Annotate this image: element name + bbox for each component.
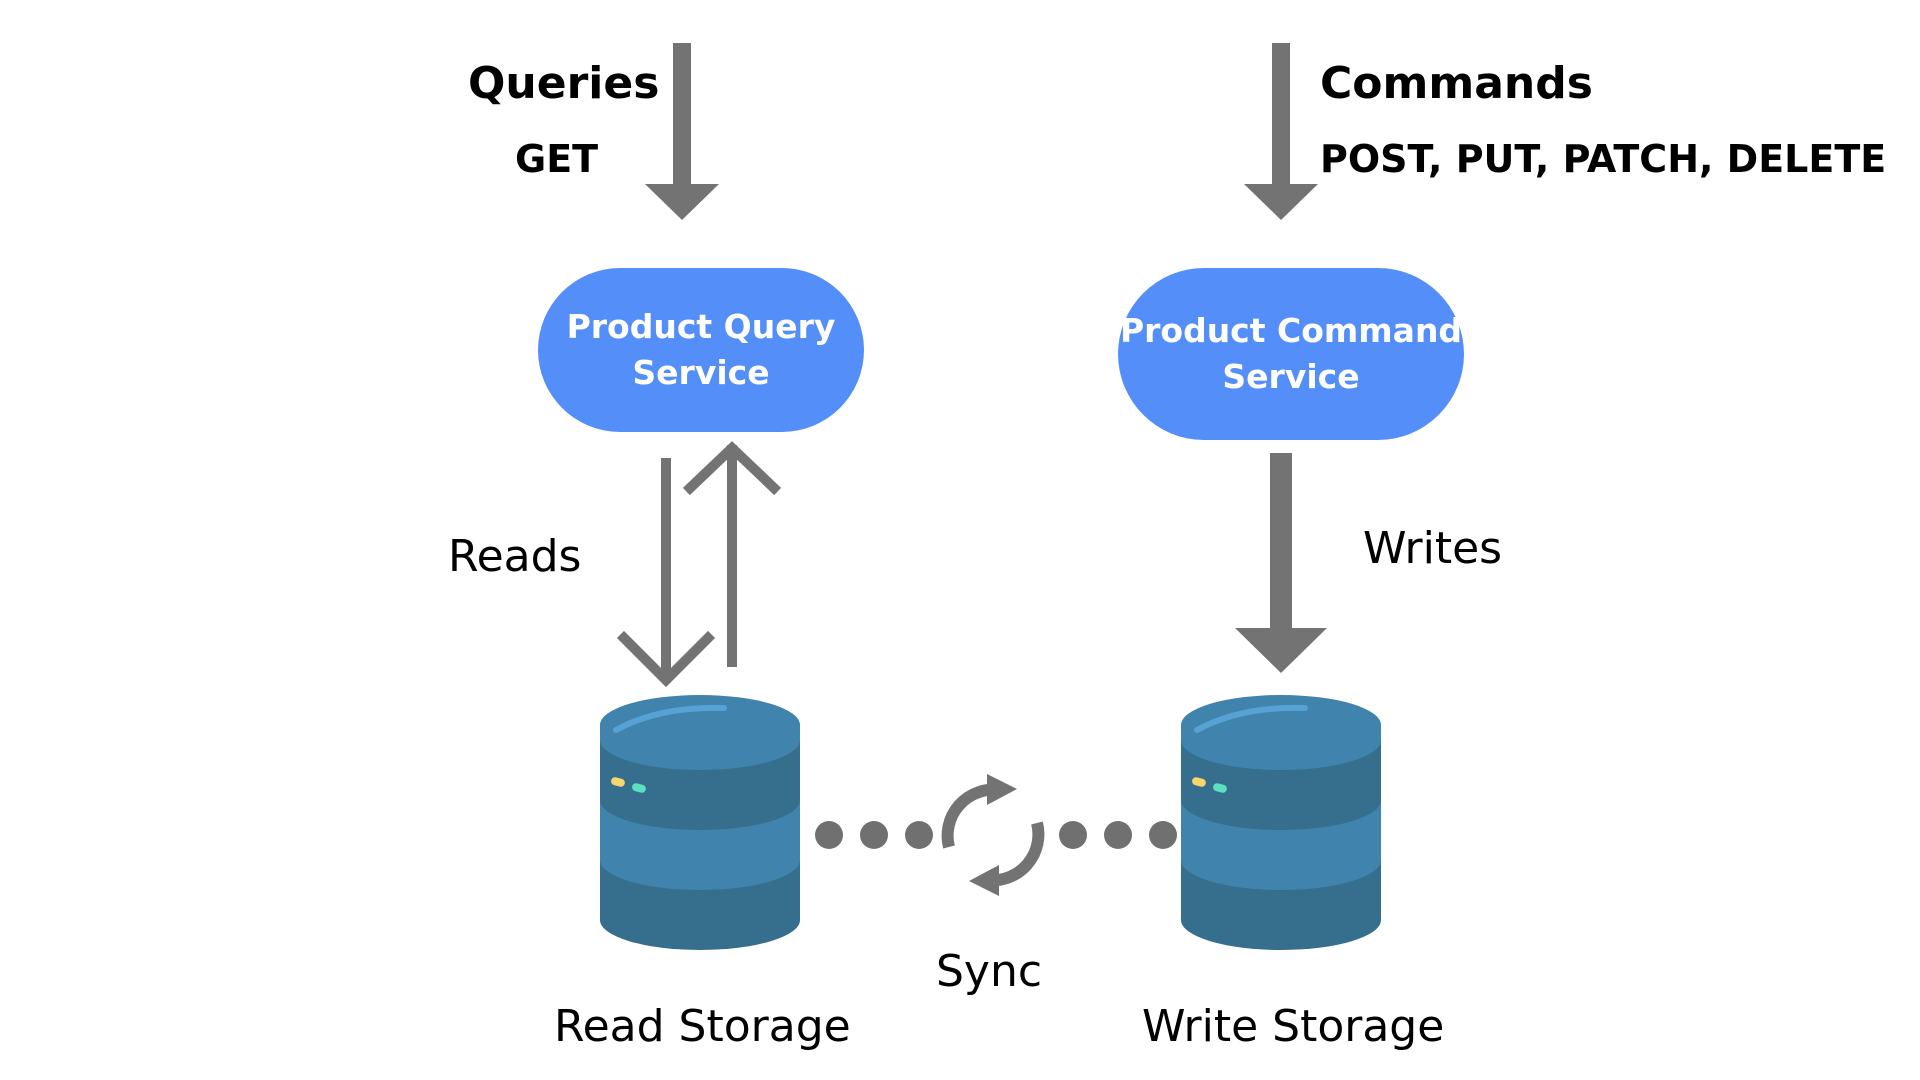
queries-heading: Queries <box>468 58 660 109</box>
read-storage-database-icon <box>600 695 800 950</box>
product-query-service[interactable]: Product Query Service <box>538 268 864 432</box>
commands-heading: Commands <box>1320 58 1593 109</box>
product-query-service-line2: Service <box>632 353 770 392</box>
read-storage-label: Read Storage <box>554 1001 851 1052</box>
queries-arrow-icon <box>645 43 719 220</box>
reads-up-arrow-icon <box>682 441 782 667</box>
sync-dot <box>1104 821 1132 849</box>
commands-arrow-icon <box>1244 43 1318 220</box>
sync-icon <box>941 774 1045 896</box>
sync-label: Sync <box>936 946 1043 997</box>
product-command-service-line2: Service <box>1222 357 1360 396</box>
queries-method: GET <box>515 137 599 181</box>
writes-arrow-icon <box>1235 453 1327 673</box>
sync-dot <box>860 821 888 849</box>
commands-methods: POST, PUT, PATCH, DELETE <box>1320 137 1887 181</box>
product-command-service[interactable]: Product Command Service <box>1118 268 1464 440</box>
reads-down-arrow-icon <box>616 458 716 688</box>
sync-dot <box>815 821 843 849</box>
sync-dot <box>1149 821 1177 849</box>
product-command-service-line1: Product Command <box>1119 310 1463 350</box>
write-storage-label: Write Storage <box>1142 1001 1445 1052</box>
sync-dot <box>1059 821 1087 849</box>
sync-dot <box>905 821 933 849</box>
reads-label: Reads <box>448 531 582 582</box>
write-storage-database-icon <box>1181 695 1381 950</box>
writes-label: Writes <box>1363 523 1503 574</box>
sync-dots <box>815 821 1177 849</box>
product-query-service-line1: Product Query <box>566 306 836 346</box>
